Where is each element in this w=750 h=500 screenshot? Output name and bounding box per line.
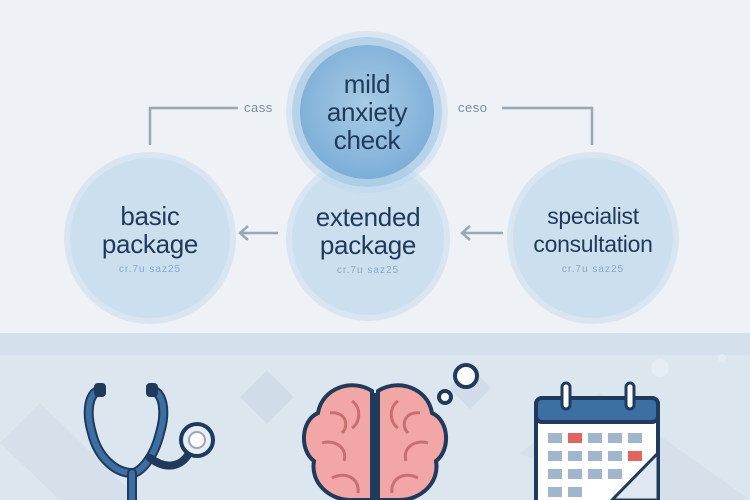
node-extended-line2: package — [319, 229, 417, 260]
node-extended-subtitle: cr.7u saz25 — [336, 264, 400, 276]
node-mild-line1: mild — [343, 69, 391, 99]
node-mild-line2: anxiety — [326, 97, 408, 127]
connector-right-top — [502, 106, 594, 145]
node-specialist: specialist consultation cr.7u saz25 — [513, 158, 673, 318]
connector-lines — [148, 106, 594, 241]
node-basic: basic package cr.7u saz25 — [70, 158, 230, 318]
node-mild-line3: check — [333, 125, 401, 155]
node-specialist-halo — [513, 158, 673, 318]
node-extended-halo — [292, 163, 444, 315]
stethoscope-icon — [83, 383, 215, 500]
calendar-icon — [534, 381, 660, 500]
edge-label-left: cass — [244, 100, 273, 115]
node-specialist-line2: consultation — [533, 230, 653, 257]
node-extended-line1: extended — [315, 201, 421, 232]
node-specialist-line1: specialist — [547, 202, 639, 229]
node-specialist-subtitle: cr.7u saz25 — [561, 263, 625, 275]
node-mild: mild anxiety check — [300, 45, 434, 179]
edge-label-right: ceso — [458, 100, 488, 115]
node-extended: extended package cr.7u saz25 — [292, 163, 444, 315]
icon-strip-band — [0, 333, 750, 355]
thought-bubble-icon — [437, 363, 479, 405]
node-basic-line2: package — [101, 228, 199, 259]
icon-row — [0, 354, 750, 500]
arrow-specialist-to-extended — [460, 225, 503, 241]
connector-left-top — [148, 106, 238, 145]
node-basic-subtitle: cr.7u saz25 — [118, 263, 182, 275]
arrow-extended-to-basic — [238, 225, 278, 241]
brain-icon — [301, 383, 449, 500]
node-basic-halo — [70, 158, 230, 318]
node-basic-line1: basic — [120, 200, 180, 231]
